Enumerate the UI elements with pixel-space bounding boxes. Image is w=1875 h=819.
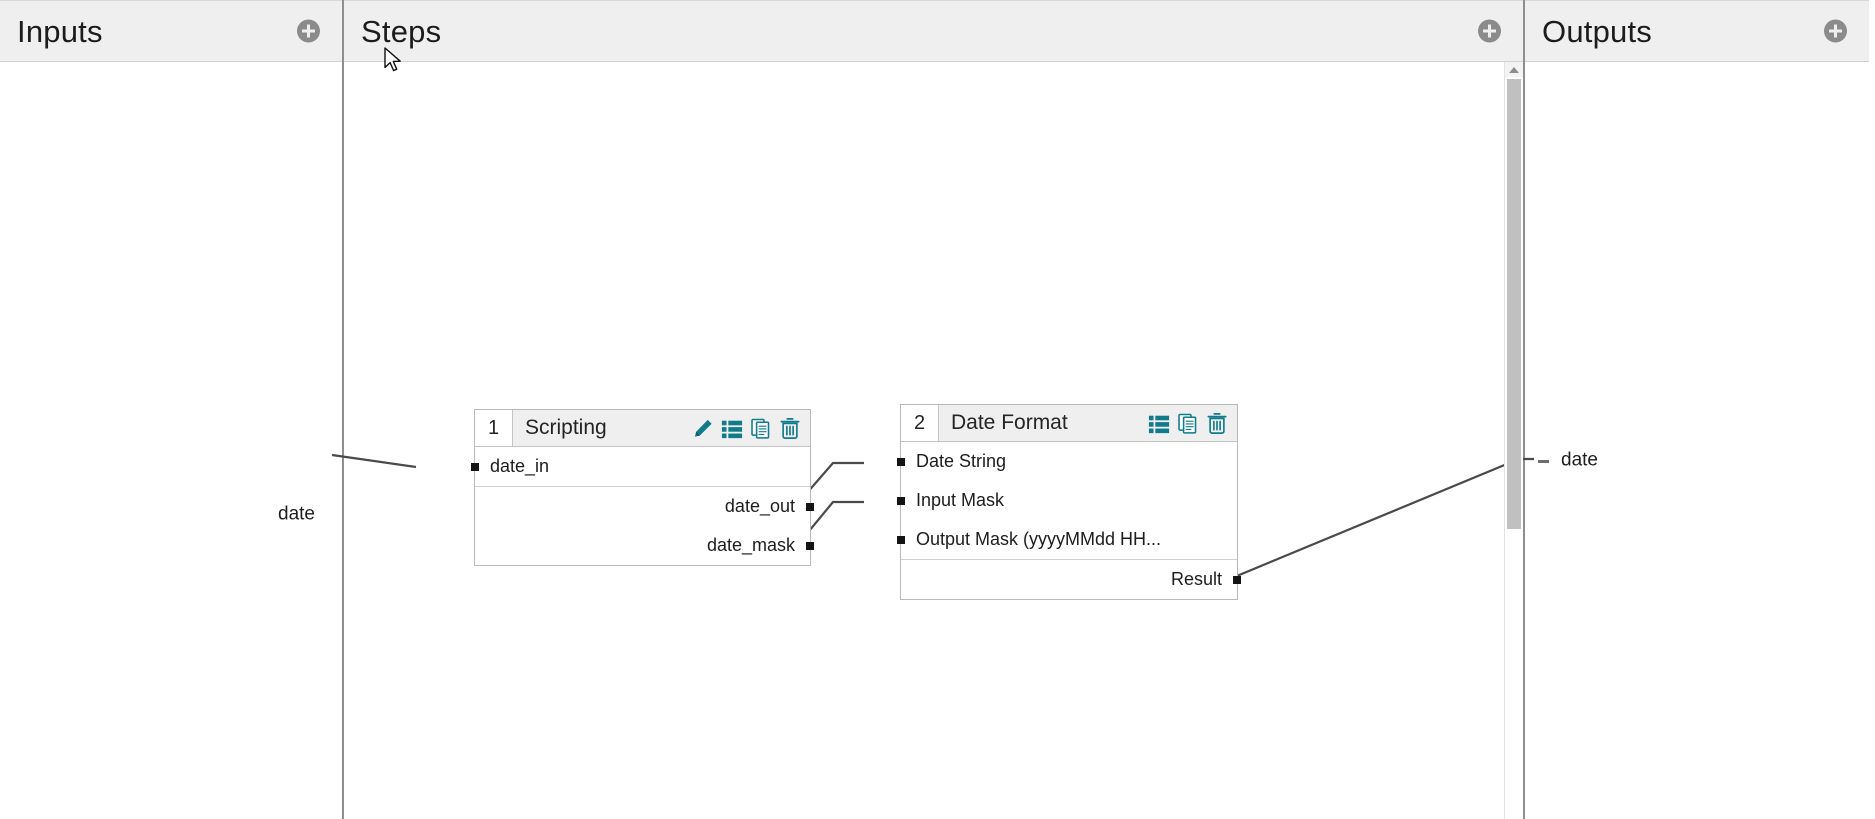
node-scripting-title: Scripting: [525, 416, 607, 439]
port-result[interactable]: Result: [901, 560, 1241, 599]
steps-canvas[interactable]: 1 Scripting: [344, 62, 1523, 819]
node-scripting-outputs: date_out date_mask: [475, 486, 814, 565]
port-date-out[interactable]: date_out: [475, 487, 814, 526]
port-dot[interactable]: [806, 541, 814, 550]
port-dot[interactable]: [897, 457, 905, 466]
port-label: Output Mask (yyyyMMdd HH...: [916, 529, 1162, 549]
port-dot[interactable]: [897, 535, 905, 544]
inputs-panel-header: Inputs: [0, 0, 342, 62]
port-label: Input Mask: [916, 490, 1005, 510]
node-date-format-number: 2: [901, 405, 939, 441]
list-icon[interactable]: [1148, 412, 1170, 435]
outputs-panel-title: Outputs: [1542, 13, 1652, 49]
pencil-icon[interactable]: [692, 417, 714, 440]
node-date-format-inputs: Date String Input Mask Output Mask (yyyy…: [897, 442, 1237, 559]
port-date-string[interactable]: Date String: [897, 442, 1237, 481]
copy-icon[interactable]: [750, 417, 772, 440]
port-label: Date String: [916, 451, 1007, 471]
node-date-format-toolbar: [1148, 405, 1237, 441]
add-output-icon[interactable]: [1824, 19, 1847, 43]
node-scripting-toolbar: [692, 410, 810, 446]
port-date-mask[interactable]: date_mask: [475, 526, 814, 565]
node-date-format-title: Date Format: [951, 411, 1068, 434]
node-scripting-header[interactable]: 1 Scripting: [475, 410, 810, 447]
copy-icon[interactable]: [1177, 412, 1199, 435]
caret-up-icon[interactable]: [1505, 62, 1523, 77]
add-input-icon[interactable]: [297, 19, 320, 43]
port-dot[interactable]: [1233, 575, 1241, 584]
trash-icon[interactable]: [779, 417, 801, 440]
port-label: Result: [1170, 569, 1222, 589]
port-label: date_mask: [706, 535, 795, 555]
list-icon[interactable]: [721, 417, 743, 440]
trash-icon[interactable]: [1206, 412, 1228, 435]
port-input-mask[interactable]: Input Mask: [897, 481, 1237, 520]
port-label: date_out: [724, 496, 795, 516]
steps-panel-header: Steps: [344, 0, 1523, 62]
port-dot[interactable]: [806, 502, 814, 511]
inputs-panel-title: Inputs: [17, 13, 103, 49]
port-label: date_in: [490, 456, 550, 476]
steps-panel-title: Steps: [361, 13, 442, 49]
port-dot[interactable]: [471, 462, 479, 471]
port-output-mask[interactable]: Output Mask (yyyyMMdd HH...: [897, 520, 1237, 559]
outputs-panel: Outputs date: [1525, 0, 1869, 819]
steps-panel: Steps 1 Scripting: [342, 0, 1525, 819]
node-scripting-inputs: date_in: [471, 447, 810, 486]
add-step-icon[interactable]: [1478, 19, 1501, 43]
scrollbar-thumb[interactable]: [1507, 79, 1521, 529]
node-scripting[interactable]: 1 Scripting: [471, 409, 814, 566]
inputs-panel-body: date: [0, 62, 342, 819]
node-date-format[interactable]: 2 Date Format: [897, 404, 1241, 600]
node-date-format-header[interactable]: 2 Date Format: [901, 405, 1237, 442]
outputs-panel-body: date: [1525, 62, 1869, 819]
inputs-panel: Inputs date: [0, 0, 342, 819]
output-connector-stub: [1538, 460, 1549, 463]
output-item-date[interactable]: date: [1561, 449, 1598, 471]
port-dot[interactable]: [897, 496, 905, 505]
outputs-panel-header: Outputs: [1525, 0, 1869, 62]
node-scripting-number: 1: [475, 410, 513, 446]
steps-vertical-scrollbar[interactable]: [1504, 62, 1523, 819]
port-date-in[interactable]: date_in: [471, 447, 810, 486]
node-date-format-outputs: Result: [901, 559, 1241, 599]
input-item-date[interactable]: date: [278, 503, 315, 525]
